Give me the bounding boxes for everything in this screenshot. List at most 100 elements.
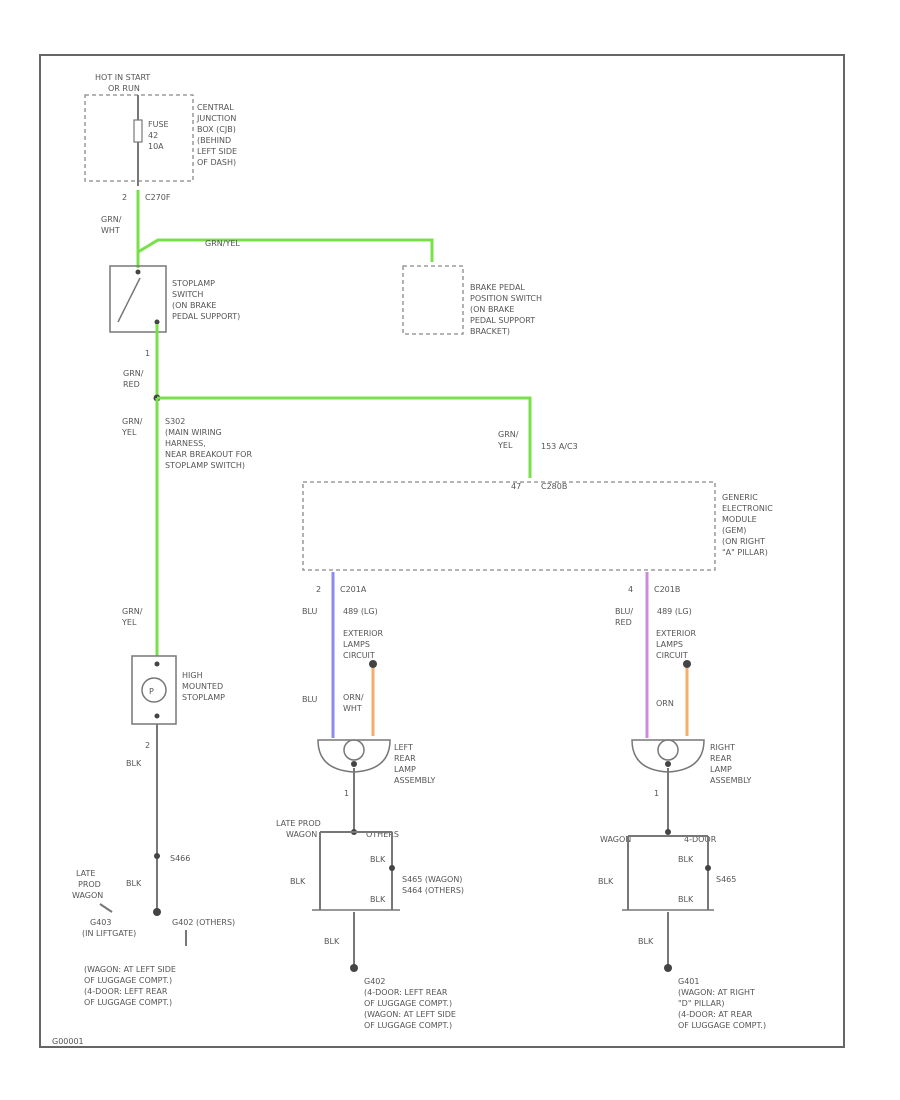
stoplamp-switch-pin: 1 [145, 349, 150, 358]
splice-desc: S302 [165, 417, 185, 426]
wire-label: YEL [497, 441, 513, 450]
splice-desc: HARNESS, [165, 439, 206, 448]
right-lamp-pin: 1 [654, 789, 659, 798]
wire-label: BLK [370, 895, 386, 904]
gem-left-connector: C201A [340, 585, 367, 594]
late-prod-label: WAGON [286, 830, 317, 839]
cjb-desc-line: OF DASH) [197, 158, 236, 167]
stoplamp-switch-desc: (ON BRAKE [172, 301, 216, 310]
right-ground-desc: OF LUGGAGE COMPT.) [678, 1021, 766, 1030]
exterior-lamps-label: EXTERIOR [343, 629, 384, 638]
right-splice-label: S465 [716, 875, 736, 884]
stoplamp-switch: STOPLAMP SWITCH (ON BRAKE PEDAL SUPPORT)… [109, 265, 240, 358]
exterior-lamps-label: CIRCUIT [656, 651, 688, 660]
brake-switch-desc: PEDAL SUPPORT [470, 316, 535, 325]
diagram-frame [39, 54, 845, 1048]
wire-label: BLK [290, 877, 306, 886]
left-ground-section: LATE PROD WAGON OTHERS BLK BLK BLK S465 … [276, 819, 464, 1030]
wire-label: BLU/ [615, 607, 633, 616]
left-lamp-desc: LEFT [394, 743, 413, 752]
left-ground-desc: (WAGON: AT LEFT SIDE [364, 1010, 456, 1019]
late-prod-label: LATE [76, 869, 95, 878]
wire-label: RED [123, 380, 140, 389]
brake-switch-desc: (ON BRAKE [470, 305, 514, 314]
left-ground-desc: G402 [364, 977, 385, 986]
late-prod-label: WAGON [72, 891, 103, 900]
wire-label: ORN [656, 699, 674, 708]
left-splice-label: S464 (OTHERS) [402, 886, 464, 895]
splice-desc: (MAIN WIRING [165, 428, 222, 437]
high-mounted-stoplamp: P HIGH MOUNTED STOPLAMP 2 [131, 655, 225, 750]
g403-label: G403 [90, 918, 111, 927]
wire-label: BLK [678, 895, 694, 904]
wire-label: YEL [121, 618, 137, 627]
left-lamp-desc: ASSEMBLY [394, 776, 435, 785]
cjb-desc-line: LEFT SIDE [197, 147, 237, 156]
wagon-label: WAGON [600, 835, 631, 844]
wire-label: WHT [101, 226, 120, 235]
gem-desc: ELECTRONIC [722, 504, 773, 513]
gem-circuit: 153 A/C3 [541, 442, 578, 451]
gem-desc: GENERIC [722, 493, 758, 502]
right-ground-desc: (WAGON: AT RIGHT [678, 988, 755, 997]
stoplamp-switch-desc: SWITCH [172, 290, 203, 299]
wire-label: BLU [302, 607, 318, 616]
fuse-label: FUSE [148, 120, 169, 129]
lamp-symbol: P [149, 687, 154, 696]
brake-switch-desc: POSITION SWITCH [470, 294, 542, 303]
cjb-desc-line: BOX (CJB) [197, 125, 236, 134]
wire-label: GRN/ [122, 417, 143, 426]
stoplamp-switch-desc: STOPLAMP [172, 279, 215, 288]
fuse-number: 42 [148, 131, 158, 140]
right-lamp-desc: ASSEMBLY [710, 776, 751, 785]
hot-in-start-label: HOT IN START [95, 73, 150, 82]
high-mount-desc: HIGH [182, 671, 203, 680]
right-ground-desc: G401 [678, 977, 699, 986]
stop-ground-desc: OF LUGGAGE COMPT.) [84, 998, 172, 1007]
stoplamp-switch-desc: PEDAL SUPPORT) [172, 312, 240, 321]
splice-s466-dot [154, 853, 160, 859]
left-rear-lamp-assembly: LEFT REAR LAMP ASSEMBLY 1 [317, 739, 435, 798]
grn-yel-gem-wire [157, 396, 532, 478]
generic-electronic-module: 153 A/C3 47 C280B GENERIC ELECTRONIC MOD… [302, 442, 773, 616]
right-ground-desc: "D" PILLAR) [678, 999, 725, 1008]
left-lamp-desc: REAR [394, 754, 416, 763]
gem-right-circuit: 489 (LG) [657, 607, 692, 616]
gem-desc: MODULE [722, 515, 757, 524]
wire-label: BLK [370, 855, 386, 864]
left-ground-desc: OF LUGGAGE COMPT.) [364, 999, 452, 1008]
or-run-label: OR RUN [108, 84, 140, 93]
wire-label: GRN/ [123, 369, 144, 378]
wire-label: GRN/ [101, 215, 122, 224]
others-label: OTHERS [366, 830, 399, 839]
gem-left-circuit: 489 (LG) [343, 607, 378, 616]
four-door-label: 4-DOOR [684, 835, 717, 844]
right-lamp-desc: LAMP [710, 765, 732, 774]
cjb-desc-line: CENTRAL [197, 103, 234, 112]
wire-label: BLK [126, 879, 142, 888]
fuse-icon [133, 119, 143, 143]
g402-others-label: G402 (OTHERS) [172, 918, 235, 927]
footer-code: G00001 [52, 1037, 84, 1046]
gem-desc: "A" PILLAR) [722, 548, 768, 557]
exterior-lamps-label: EXTERIOR [656, 629, 697, 638]
fuse-rating: 10A [148, 142, 164, 151]
gem-pin: 47 [511, 482, 521, 491]
stoplamp-ground-section: LATE PROD WAGON G403 (IN LIFTGATE) G402 … [72, 869, 235, 1007]
wire-label: GRN/ [122, 607, 143, 616]
right-rear-lamp-assembly: RIGHT REAR LAMP ASSEMBLY 1 [631, 739, 751, 798]
high-mount-desc: MOUNTED [182, 682, 223, 691]
brake-switch-desc: BRACKET) [470, 327, 510, 336]
left-splice-label: S465 (WAGON) [402, 875, 462, 884]
exterior-lamps-label: LAMPS [343, 640, 370, 649]
wire-label: BLU [302, 695, 318, 704]
late-prod-label: PROD [78, 880, 101, 889]
wire-label: GRN/ [498, 430, 519, 439]
central-junction-box: HOT IN START OR RUN FUSE 42 10A CENTRAL … [84, 73, 237, 202]
gem-desc: (GEM) [722, 526, 746, 535]
wire-label: ORN/ [343, 693, 364, 702]
brake-pedal-position-switch: BRAKE PEDAL POSITION SWITCH (ON BRAKE PE… [402, 265, 542, 336]
cjb-pin: 2 [122, 193, 127, 202]
wire-label: BLK [126, 759, 142, 768]
grn-yel-branch-wire [137, 238, 434, 262]
